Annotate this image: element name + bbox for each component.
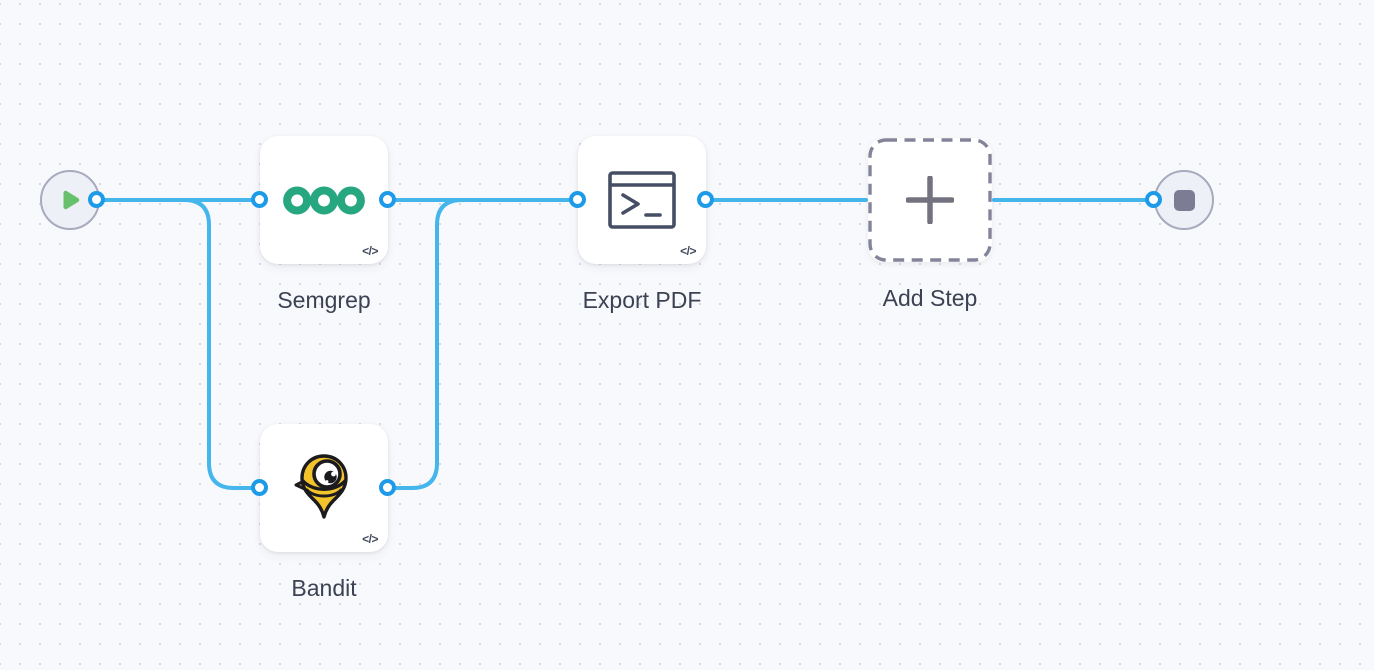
dashed-border bbox=[868, 138, 992, 262]
code-badge-icon: </> bbox=[680, 244, 696, 258]
node-label-add-step: Add Step bbox=[882, 285, 978, 311]
add-step-button[interactable] bbox=[868, 138, 992, 262]
bandit-logo-icon bbox=[294, 454, 348, 519]
port-semgrep-input[interactable] bbox=[251, 191, 268, 208]
code-badge-icon: </> bbox=[362, 244, 378, 258]
node-label-export-pdf: Export PDF bbox=[582, 287, 702, 313]
code-badge-icon: </> bbox=[362, 532, 378, 546]
port-start-output[interactable] bbox=[88, 191, 105, 208]
node-bandit[interactable]: </> bbox=[260, 424, 388, 552]
terminal-icon bbox=[608, 171, 676, 229]
node-label-semgrep: Semgrep bbox=[277, 287, 371, 313]
node-label-bandit: Bandit bbox=[291, 575, 357, 601]
edge-start-to-bandit[interactable] bbox=[95, 198, 262, 490]
play-icon bbox=[63, 190, 80, 210]
port-semgrep-output[interactable] bbox=[379, 191, 396, 208]
plus-icon bbox=[906, 176, 954, 224]
node-export-pdf[interactable]: </> bbox=[578, 136, 706, 264]
semgrep-logo-icon bbox=[283, 185, 365, 215]
node-semgrep[interactable]: </> bbox=[260, 136, 388, 264]
port-bandit-input[interactable] bbox=[251, 479, 268, 496]
edge-bandit-to-export[interactable] bbox=[386, 198, 580, 490]
port-bandit-output[interactable] bbox=[379, 479, 396, 496]
port-export-output[interactable] bbox=[697, 191, 714, 208]
end-node[interactable] bbox=[1154, 170, 1214, 230]
port-end-input[interactable] bbox=[1145, 191, 1162, 208]
port-export-input[interactable] bbox=[569, 191, 586, 208]
stop-icon bbox=[1173, 189, 1195, 211]
